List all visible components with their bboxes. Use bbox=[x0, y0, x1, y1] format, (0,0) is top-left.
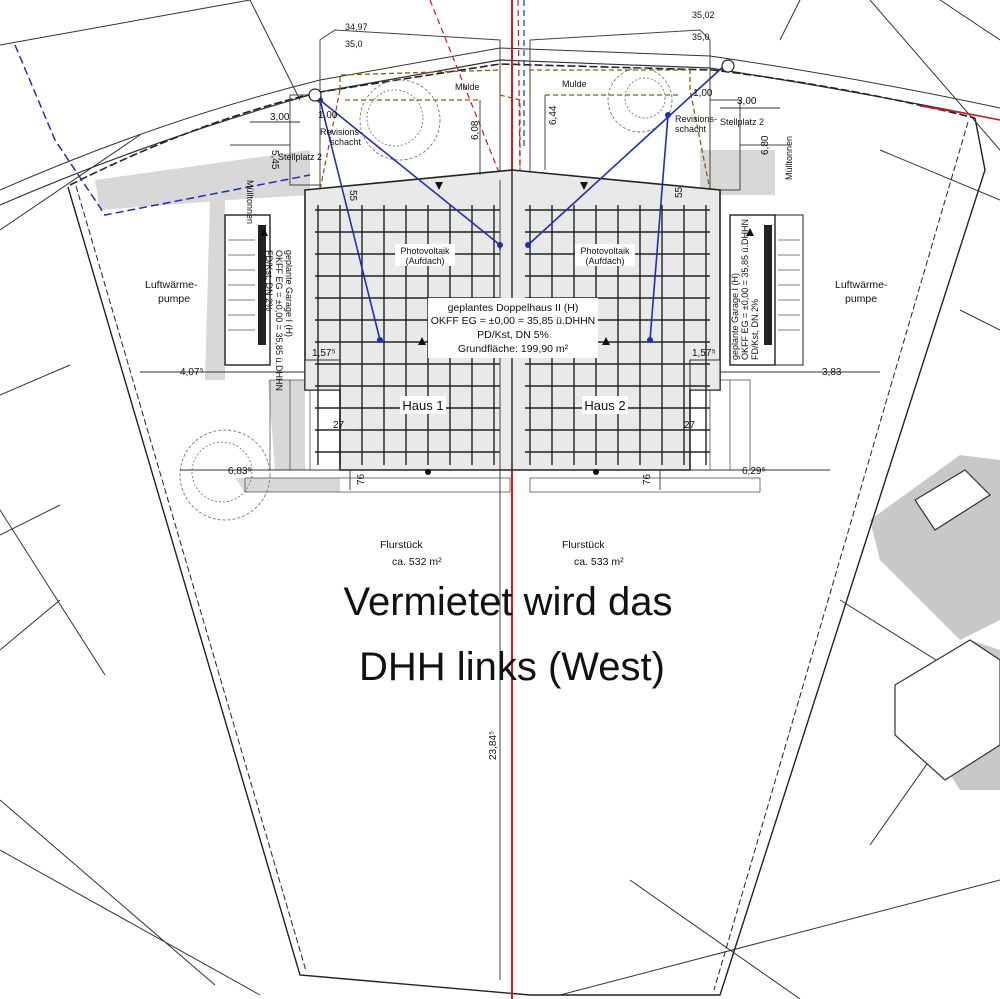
luftwaermepumpe-left-2: pumpe bbox=[158, 293, 190, 305]
revision-label-right-1: Revisions- bbox=[675, 114, 717, 124]
garage-left-3: FD/Kst, DN 2% bbox=[264, 250, 274, 311]
muelltonnen-label-left: Mülltonnen bbox=[245, 180, 255, 224]
dimension-labels: 3,00 3,00 1,00 1,00 6,08 6,44 5,45 6,80 … bbox=[180, 88, 842, 760]
street-band bbox=[0, 47, 1000, 206]
rental-overlay-text: Vermietet wird das DHH links (West) bbox=[343, 580, 672, 689]
dim-157-left: 1,57⁵ bbox=[312, 348, 336, 359]
mulde-label-right: Mulde bbox=[562, 79, 587, 89]
garage-right-1: geplante Garage I (H) bbox=[730, 273, 740, 360]
dim-680: 6,80 bbox=[760, 135, 771, 155]
photovoltaik-right-1: Photovoltaik bbox=[580, 246, 630, 256]
dim-300-left: 3,00 bbox=[270, 112, 290, 123]
front-yard-outlines bbox=[230, 29, 790, 191]
haus-1-label: Haus 1 bbox=[402, 398, 443, 413]
sewer-line-dashed bbox=[14, 44, 311, 216]
overlay-line-2: DHH links (West) bbox=[359, 645, 665, 689]
mulde-label-left: Mulde bbox=[455, 82, 480, 92]
elevation-top-right-2: 35,0 bbox=[692, 32, 710, 42]
flurstueck-right-title: Flurstück bbox=[562, 539, 605, 551]
luftwaermepumpe-right-1: Luftwärme- bbox=[835, 279, 888, 291]
garage-left-2: OKFF EG = ±0,00 = 35,85 ü.DHHN bbox=[274, 250, 284, 391]
garage-label-left: geplante Garage I (H) OKFF EG = ±0,00 = … bbox=[264, 250, 294, 391]
luftwaermepumpe-left-1: Luftwärme- bbox=[145, 279, 198, 291]
dim-608: 6,08 bbox=[470, 120, 481, 140]
photovoltaik-label-right: Photovoltaik (Aufdach) bbox=[575, 244, 635, 266]
garage-left-1: geplante Garage I (H) bbox=[284, 250, 294, 337]
revision-label-right-2: schacht bbox=[675, 124, 707, 134]
house-info-line-2: OKFF EG = ±0,00 = 35,85 ü.DHHN bbox=[431, 315, 596, 327]
overlay-line-1: Vermietet wird das bbox=[343, 580, 672, 624]
photovoltaik-left-1: Photovoltaik bbox=[400, 246, 450, 256]
house-info-box: geplantes Doppelhaus II (H) OKFF EG = ±0… bbox=[428, 298, 598, 358]
dim-100-right: 1,00 bbox=[693, 88, 713, 99]
revision-label-left-1: Revisions- bbox=[320, 127, 362, 137]
dim-55-left: 55 bbox=[347, 190, 358, 202]
garage-right-3: FD/Kst, DN 2% bbox=[750, 299, 760, 360]
flurstueck-left-title: Flurstück bbox=[380, 539, 423, 551]
dim-629: 6,29⁵ bbox=[742, 466, 766, 477]
dim-644: 6,44 bbox=[548, 105, 559, 125]
elevation-top-left-2: 35,0 bbox=[345, 39, 363, 49]
trees bbox=[179, 67, 673, 521]
property-divider bbox=[429, 0, 525, 999]
dim-55-right: 55 bbox=[674, 186, 685, 198]
shadow-areas bbox=[95, 150, 775, 492]
manhole-icons bbox=[308, 59, 735, 102]
elevation-labels: 34,97 35,0 35,02 35,0 bbox=[345, 10, 715, 49]
photovoltaik-label-left: Photovoltaik (Aufdach) bbox=[395, 244, 455, 266]
garage-right bbox=[729, 214, 804, 366]
dim-300-right: 3,00 bbox=[737, 96, 757, 107]
dim-27-left: 27 bbox=[333, 420, 345, 431]
dim-407: 4,07⁵ bbox=[180, 367, 204, 378]
garage-left bbox=[224, 214, 271, 366]
dim-383: 3,83 bbox=[822, 367, 842, 378]
flurstueck-left-area: ca. 532 m² bbox=[392, 556, 442, 568]
house-info-line-4: Grundfläche: 199,90 m² bbox=[458, 343, 569, 355]
sewer-lines bbox=[319, 64, 726, 341]
dim-545: 5,45 bbox=[269, 150, 280, 170]
stellplatz-label-right: Stellplatz 2 bbox=[720, 117, 764, 127]
house-info-line-3: PD/Kst, DN 5% bbox=[477, 329, 549, 341]
luftwaermepumpe-right-2: pumpe bbox=[845, 293, 877, 305]
parcel-boundary bbox=[67, 117, 986, 996]
garage-right-2: OKFF EG = ±0,00 = 35,85 ü.DHHN bbox=[740, 219, 750, 360]
dim-2384: 23,84⁵ bbox=[488, 731, 499, 760]
neighbour-buildings bbox=[870, 455, 1000, 790]
muelltonnen-label-right: Mülltonnen bbox=[784, 136, 794, 180]
elevation-top-left-1: 34,97 bbox=[345, 22, 368, 32]
flurstueck-right-area: ca. 533 m² bbox=[574, 556, 624, 568]
flurstueck-labels: Flurstück ca. 532 m² Flurstück ca. 533 m… bbox=[380, 539, 624, 568]
photovoltaik-right-2: (Aufdach) bbox=[585, 256, 624, 266]
stellplatz-label-left: Stellplatz 2 bbox=[278, 152, 322, 162]
photovoltaik-left-2: (Aufdach) bbox=[405, 256, 444, 266]
haus-labels: Haus 1 Haus 2 bbox=[400, 396, 628, 414]
revision-label-left-2: schacht bbox=[330, 137, 362, 147]
dim-76-left: 76 bbox=[356, 473, 367, 485]
entrance-markers bbox=[260, 182, 754, 475]
dim-27-right: 27 bbox=[684, 420, 696, 431]
dim-683: 6,83⁵ bbox=[228, 466, 252, 477]
dim-157-right: 1,57⁵ bbox=[692, 348, 716, 359]
dim-100-left: 1,00 bbox=[318, 110, 338, 121]
garage-label-right: geplante Garage I (H) OKFF EG = ±0,00 = … bbox=[730, 219, 760, 360]
dim-76-right: 76 bbox=[642, 473, 653, 485]
house-info-line-1: geplantes Doppelhaus II (H) bbox=[448, 302, 579, 314]
haus-2-label: Haus 2 bbox=[584, 398, 625, 413]
elevation-top-right-1: 35,02 bbox=[692, 10, 715, 20]
